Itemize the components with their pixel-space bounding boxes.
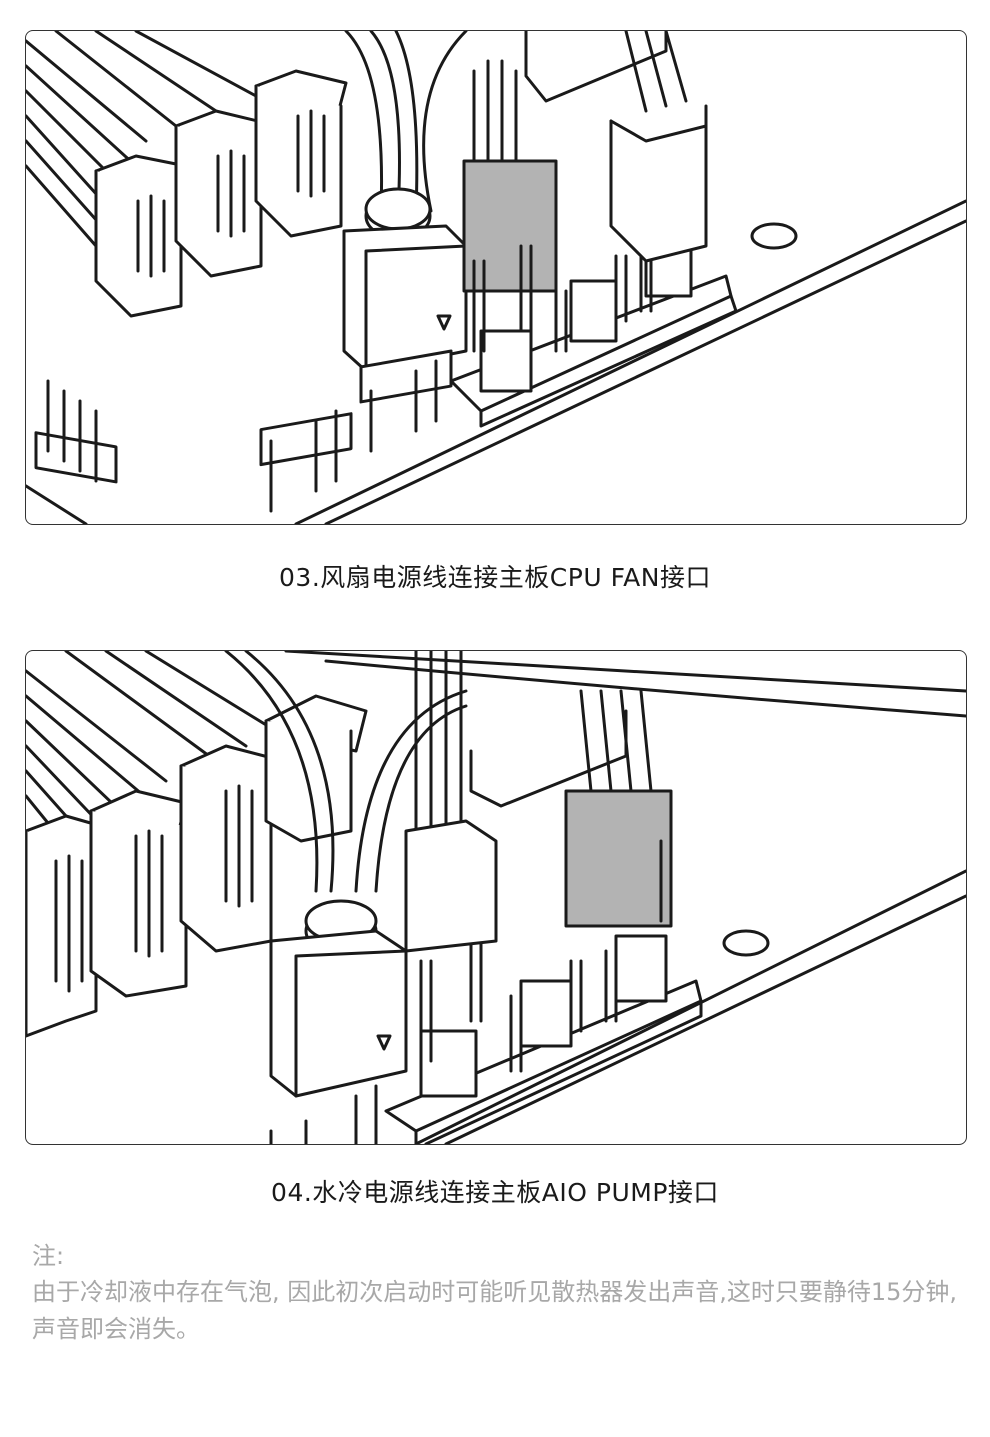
illustration-cpu-fan xyxy=(25,30,967,525)
note-label: 注: xyxy=(32,1242,65,1270)
motherboard-cpu-fan-diagram xyxy=(26,31,966,524)
note-text: 由于冷却液中存在气泡, 因此初次启动时可能听见散热器发出声音,这时只要静待15分… xyxy=(32,1278,958,1343)
motherboard-aio-pump-diagram xyxy=(26,651,966,1144)
step-caption-aio-pump: 04.水冷电源线连接主板AIO PUMP接口 xyxy=(271,1178,719,1207)
illustration-aio-pump xyxy=(25,650,967,1145)
step-caption-cpu-fan: 03.风扇电源线连接主板CPU FAN接口 xyxy=(279,563,711,592)
